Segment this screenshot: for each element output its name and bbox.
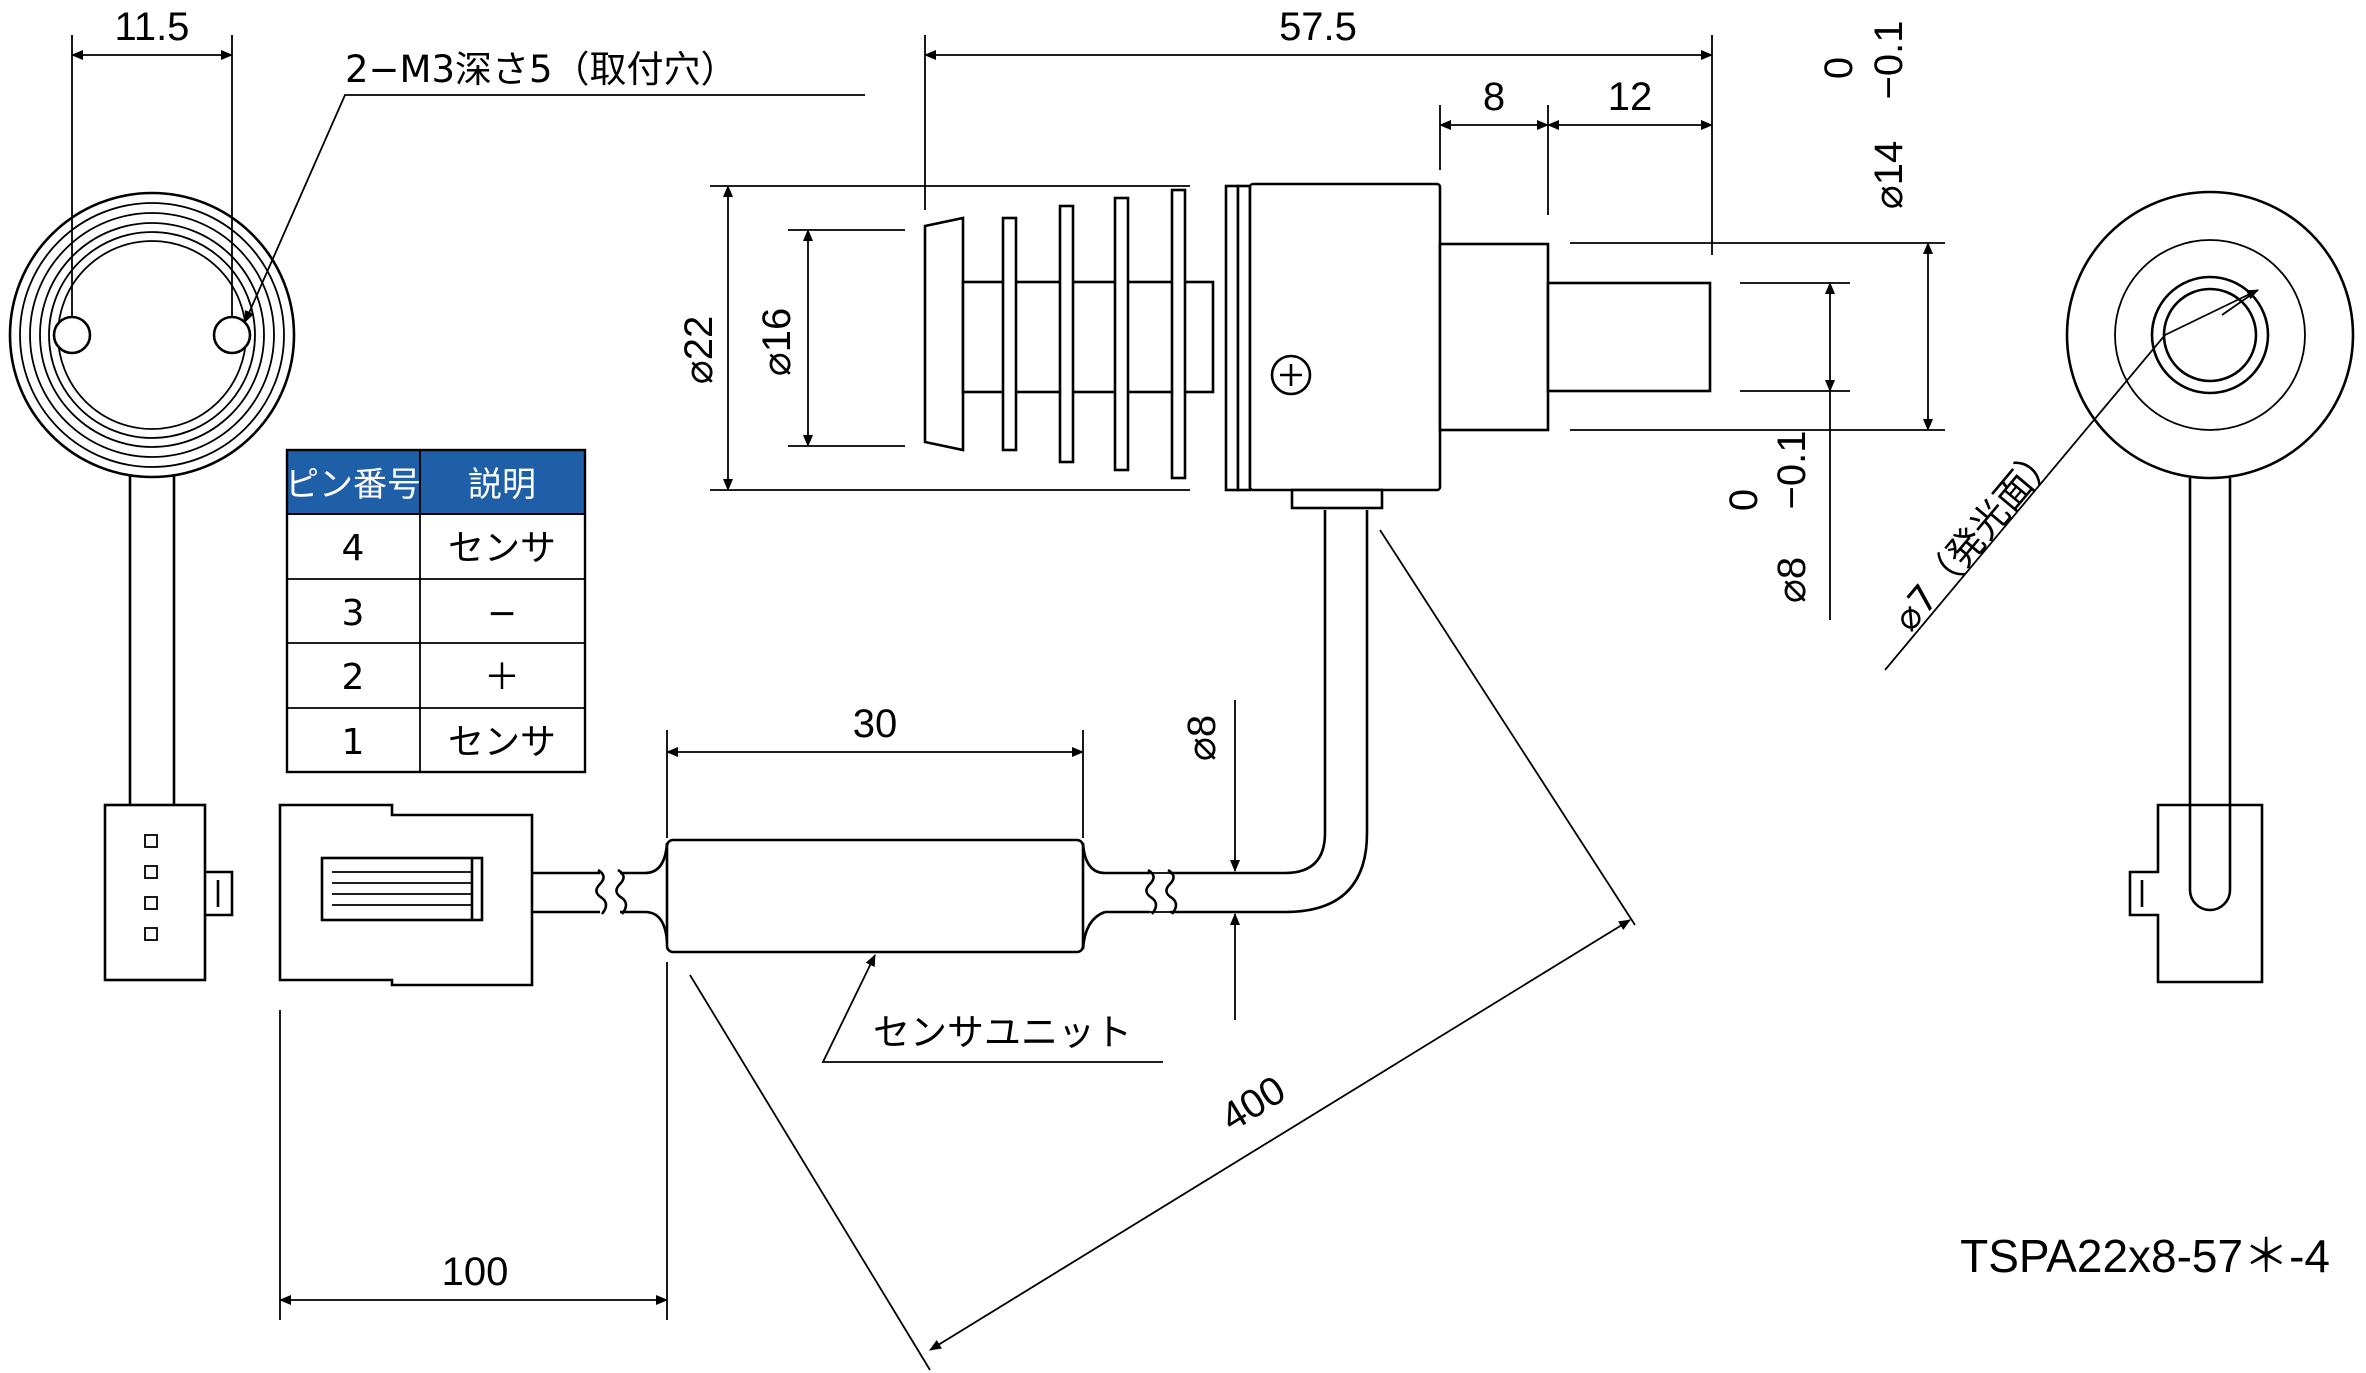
dim-8: 8 [1483,75,1505,119]
model-number: TSPA22x8-57＊-4 [1960,1230,2330,1282]
dim-30: 30 [853,702,898,746]
left-rear-view: 11.5 2−M3深さ5（取付穴） [8,5,865,982]
table-cell-pin: 1 [342,722,365,763]
heatsink-fin [1170,188,1187,480]
dim-phi14-tol-upper: 0 [1817,57,1861,79]
table-cell-pin: 4 [342,528,365,569]
dim-phi8-shaft: ⌀8 [1770,557,1814,603]
dim-phi8-tol-lower: −0.1 [1770,431,1814,510]
mount-hole-right [212,315,252,355]
table-header-pin: ピン番号 [285,465,421,505]
side-view: 57.5 8 12 ⌀22 ⌀16 ⌀14 0 −0.1 ⌀8 0 −0.1 [677,5,1945,620]
shaft-phi14 [1438,242,1550,432]
dim-phi22: ⌀22 [677,316,721,385]
front-view: ⌀7（発光面） [1884,190,2355,984]
sensor-unit-label: センサユニット [873,1011,1132,1054]
dim-11-5: 11.5 [115,5,190,49]
dim-400: 400 [1213,1068,1293,1140]
table-cell-pin: 3 [342,593,365,634]
table-header-desc: 説明 [468,465,536,505]
heatsink-fin [1001,216,1018,452]
table-cell-desc: ＋ [484,657,520,698]
table-cell-desc: センサ [448,722,556,763]
table-cell-pin: 2 [342,657,365,698]
dim-phi16: ⌀16 [755,308,799,377]
heatsink-fin [1113,196,1130,472]
dim-12: 12 [1608,75,1653,119]
shaft-phi8 [1546,281,1712,393]
dim-57-5: 57.5 [1279,5,1357,49]
dim-phi7-emitting-face: ⌀7（発光面） [1885,435,2066,639]
dim-100: 100 [442,1250,509,1294]
mount-hole-left [52,315,92,355]
connector-housing-left [103,803,207,982]
connector-housing-right [2128,803,2264,984]
emitting-surface [2162,287,2258,383]
table-cell-desc: センサ [448,528,556,569]
table-cell-desc: − [487,593,517,634]
heatsink-fin [1058,204,1075,464]
pin-table: ピン番号 説明 4 センサ 3 − 2 ＋ 1 センサ [285,448,587,774]
dim-phi8-cable: ⌀8 [1180,715,1224,761]
heatsink-front-cap [923,216,965,452]
sensor-unit-body [665,838,1085,954]
dim-phi8-tol-upper: 0 [1722,489,1766,511]
cable-assembly: 30 ⌀8 センサユニット 100 400 [278,510,1636,1371]
dim-phi14-tol-lower: −0.1 [1867,21,1911,100]
mount-holes-label: 2−M3深さ5（取付穴） [345,48,738,91]
main-body [1248,182,1442,492]
dim-phi14: ⌀14 [1867,141,1911,210]
